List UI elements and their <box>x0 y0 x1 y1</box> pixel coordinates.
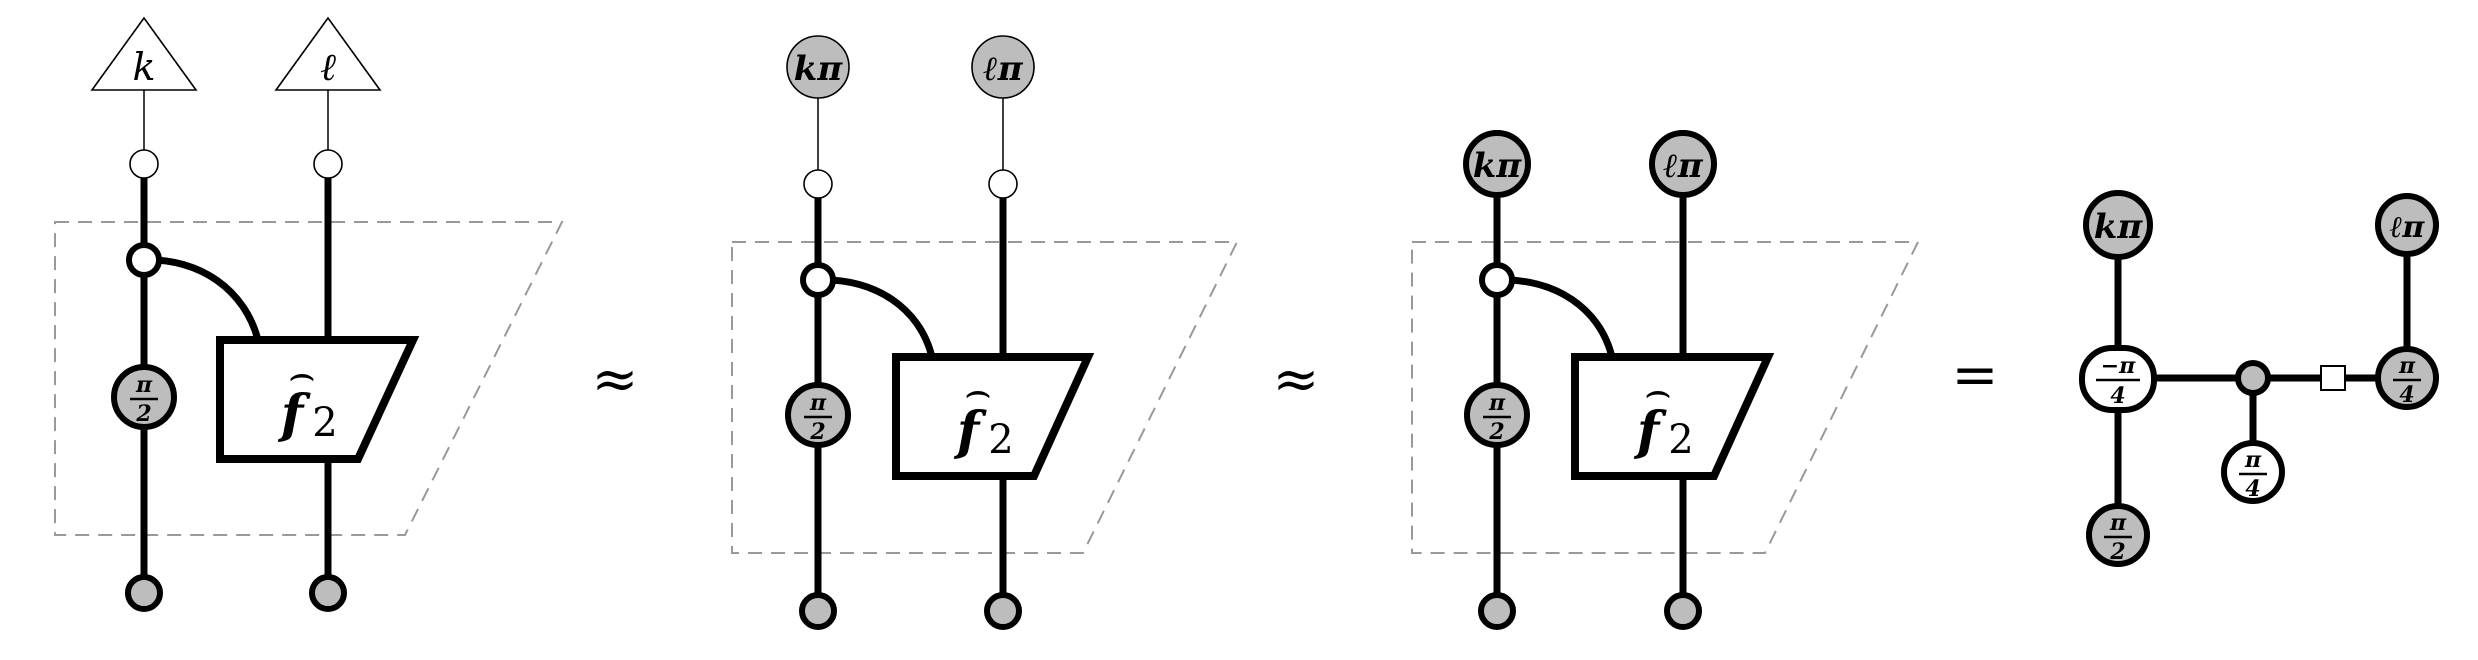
equals-symbol: = <box>1952 343 1999 408</box>
phase-denominator: 4 <box>2110 383 2125 409</box>
gray-output-spider <box>799 592 837 630</box>
white-spider <box>800 262 836 298</box>
panel-3: kπ ℓπ π 2 ⌢ f 2 <box>1411 130 1920 630</box>
phase-numerator: π <box>809 390 827 416</box>
input-label-l: ℓ <box>320 45 336 89</box>
dashed-region <box>731 241 1239 554</box>
phase-label-l-pi: ℓπ <box>2390 210 2426 245</box>
panel-1: k ℓ π 2 ⌢ f 2 <box>54 16 564 612</box>
hat-symbol: ⌢ <box>1644 366 1672 415</box>
phase-numerator: π <box>135 372 153 398</box>
phase-denominator: 2 <box>135 401 151 427</box>
gray-spider-l-pi <box>1649 130 1717 198</box>
gray-spider-small <box>2235 360 2271 396</box>
white-spider <box>313 149 343 179</box>
input-triangle-l <box>274 16 382 91</box>
hat-symbol: ⌢ <box>964 366 992 415</box>
gray-phase-spider <box>2086 503 2150 567</box>
f2-box <box>892 353 1095 480</box>
white-spider <box>126 242 162 278</box>
box-subscript: 2 <box>1668 417 1693 463</box>
wire-curve <box>817 276 936 358</box>
phase-label-l-pi: ℓπ <box>983 49 1024 89</box>
phase-numerator: π <box>2109 510 2127 536</box>
phase-denominator: 2 <box>2109 539 2125 565</box>
gray-spider-l-pi <box>2375 193 2439 257</box>
white-phase-spider <box>2221 440 2285 504</box>
phase-denominator: 2 <box>809 419 825 445</box>
gray-output-spider <box>125 574 163 612</box>
approx-symbol: ≈ <box>592 347 639 412</box>
box-subscript: 2 <box>312 400 337 446</box>
gray-output-spider <box>309 574 347 612</box>
gray-phase-spider <box>1464 382 1530 448</box>
white-spider <box>988 169 1018 199</box>
gray-output-spider <box>1478 592 1516 630</box>
white-spider <box>803 169 833 199</box>
input-label-k: k <box>132 45 155 89</box>
gray-phase-spider <box>785 382 851 448</box>
phase-label-l-pi: ℓπ <box>1663 146 1704 186</box>
hat-symbol: ⌢ <box>288 349 316 398</box>
phase-denominator: 2 <box>1488 419 1504 445</box>
gray-spider-k-pi <box>1463 130 1531 198</box>
phase-numerator: π <box>2244 447 2262 473</box>
white-spider <box>1479 262 1515 298</box>
gray-output-spider <box>1664 592 1702 630</box>
phase-denominator: 4 <box>2245 476 2260 502</box>
dashed-region <box>54 221 564 536</box>
gray-spider-k-pi <box>2083 190 2153 260</box>
box-subscript: 2 <box>988 417 1013 463</box>
input-triangle-k <box>90 16 198 91</box>
phase-numerator: π <box>2398 353 2416 379</box>
panel-4: kπ ℓπ −π 4 π 2 π 4 π 4 <box>2079 190 2439 567</box>
phase-numerator: −π <box>2101 353 2136 379</box>
gray-output-spider <box>984 592 1022 630</box>
phase-denominator: 4 <box>2399 382 2414 408</box>
phase-label-k-pi: kπ <box>1473 146 1523 186</box>
f2-box <box>216 336 420 463</box>
gray-phase-spider <box>2375 346 2439 410</box>
wire-curve <box>143 256 262 341</box>
white-spider <box>129 149 159 179</box>
phase-label-k-pi: kπ <box>794 49 844 89</box>
f2-box <box>1571 353 1775 480</box>
panel-2: kπ ℓπ π 2 ⌢ f 2 <box>731 35 1239 630</box>
approx-symbol: ≈ <box>1273 347 1320 412</box>
dashed-region <box>1411 241 1920 554</box>
wire-curve <box>1496 276 1616 358</box>
gray-phase-spider <box>111 364 177 430</box>
phase-numerator: π <box>1488 390 1506 416</box>
hadamard-box <box>2320 365 2346 391</box>
phase-label-k-pi: kπ <box>2094 207 2144 247</box>
gray-spider-l-pi <box>971 35 1035 99</box>
gray-spider-k-pi <box>786 35 850 99</box>
